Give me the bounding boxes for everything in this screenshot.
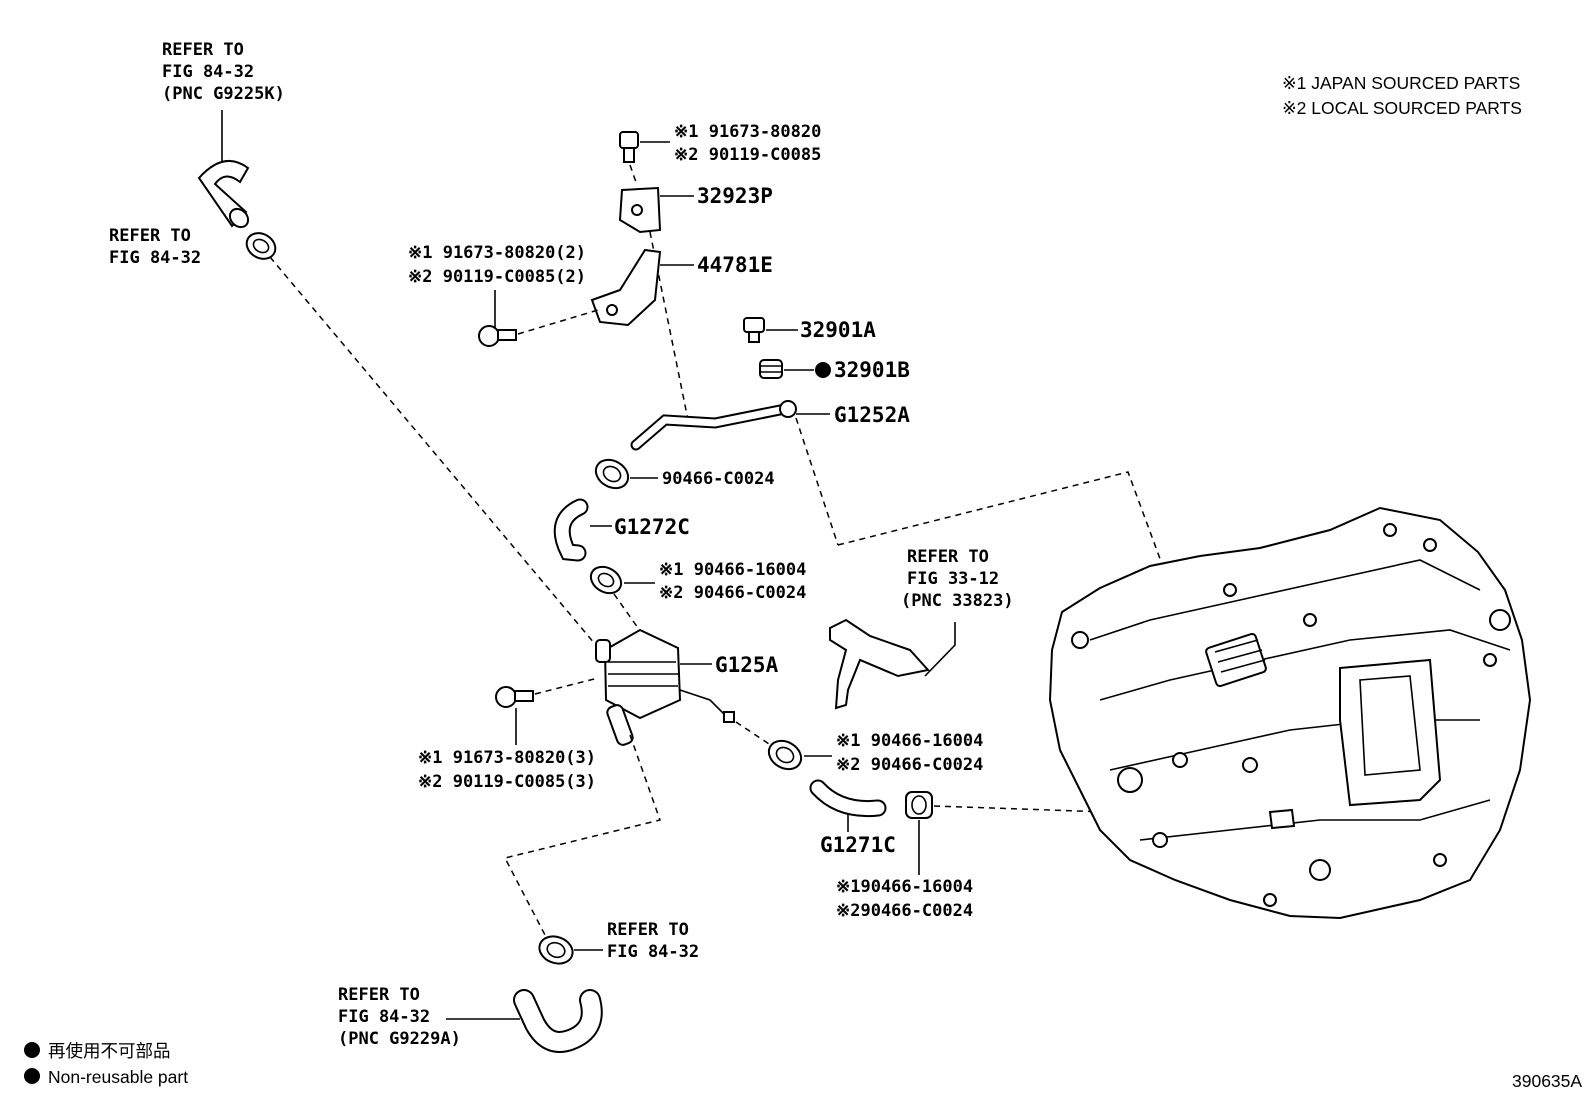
clamp-b-local: ※2 90466-C0024	[836, 755, 983, 775]
clamp-a-local: ※2 90466-C0024	[659, 583, 806, 603]
bolt-bracket-local: ※2 90119-C0085(2)	[408, 267, 586, 287]
svg-text:FIG 84-32: FIG 84-32	[162, 62, 254, 82]
hose-G1271C	[809, 779, 887, 818]
svg-text:FIG 84-32: FIG 84-32	[109, 248, 201, 268]
bracket-32923P	[618, 186, 662, 234]
refer-mid-label: REFER TO FIG 33-12 (PNC 33823)	[901, 547, 1014, 611]
svg-text:FIG 84-32: FIG 84-32	[607, 942, 699, 962]
label-32901B: 32901B	[834, 358, 910, 382]
label-44781E: 44781E	[697, 253, 773, 277]
legend-local-sourced: ※2 LOCAL SOURCED PARTS	[1282, 98, 1522, 118]
label-32923P: 32923P	[697, 184, 773, 208]
svg-text:REFER TO: REFER TO	[109, 226, 191, 246]
svg-text:(PNC G9225K): (PNC G9225K)	[162, 84, 285, 104]
bolt-top-japan: ※1 91673-80820	[674, 122, 821, 142]
label-G125A: G125A	[715, 653, 779, 677]
label-G1252A: G1252A	[834, 403, 910, 427]
clamp-bottom	[538, 935, 574, 965]
label-32901A: 32901A	[800, 318, 876, 342]
bolt-cooler-japan: ※1 91673-80820(3)	[418, 748, 596, 768]
refer-bottom-clamp-label: REFER TO FIG 84-32	[607, 920, 699, 962]
clamp-a-japan: ※1 90466-16004	[659, 560, 806, 580]
svg-text:(PNC 33823): (PNC 33823)	[901, 591, 1014, 611]
refer-hose-top-label: REFER TO FIG 84-32 (PNC G9225K)	[162, 40, 285, 104]
hose-bottom-u	[513, 989, 603, 1053]
label-G1271C: G1271C	[820, 833, 896, 857]
clamp-c-local: ※290466-C0024	[836, 901, 973, 921]
transaxle-assembly	[1048, 506, 1532, 920]
clamp-c-japan: ※190466-16004	[836, 877, 973, 897]
nonreusable-legend-dot-en	[24, 1068, 40, 1084]
clamp-b-japan: ※1 90466-16004	[836, 731, 983, 751]
bracket-44781E	[590, 248, 662, 327]
hose-G1272C	[553, 498, 589, 562]
svg-text:(PNC G9229A): (PNC G9229A)	[338, 1029, 461, 1049]
bolt-cooler	[495, 686, 534, 708]
clamp-transaxle	[905, 791, 933, 819]
bracket-fig33	[829, 618, 930, 710]
clamp-90466-C0024	[594, 458, 630, 490]
bolt-bracket-japan: ※1 91673-80820(2)	[408, 243, 586, 263]
svg-text:FIG 84-32: FIG 84-32	[338, 1007, 430, 1027]
svg-text:REFER TO: REFER TO	[907, 547, 989, 567]
legend-japan-sourced: ※1 JAPAN SOURCED PARTS	[1282, 73, 1520, 93]
hose-top-left	[197, 159, 250, 229]
clamp-top-left	[245, 232, 277, 260]
refer-left-label: REFER TO FIG 84-32	[109, 226, 201, 268]
bolt-top-local: ※2 90119-C0085	[674, 145, 821, 165]
bolt-bracket	[478, 325, 517, 347]
label-clamp-c0024: 90466-C0024	[662, 469, 775, 489]
svg-text:FIG 33-12: FIG 33-12	[907, 569, 999, 589]
clamp-upper-cooler	[589, 565, 623, 595]
svg-text:REFER TO: REFER TO	[162, 40, 244, 60]
figure-code: 390635A	[1512, 1071, 1582, 1091]
clamp-lower-cooler	[767, 739, 803, 771]
svg-text:REFER TO: REFER TO	[607, 920, 689, 940]
bolt-cooler-local: ※2 90119-C0085(3)	[418, 772, 596, 792]
pipe-G1252A	[630, 400, 797, 451]
nonreusable-dot-32901B	[815, 362, 831, 378]
bolt-top	[619, 131, 639, 163]
oil-cooler-G125A	[595, 628, 735, 746]
label-G1272C: G1272C	[614, 515, 690, 539]
nonreusable-jp: 再使用不可部品	[48, 1041, 171, 1061]
plug-32901A	[743, 317, 765, 343]
nonreusable-legend-dot-jp	[24, 1042, 40, 1058]
svg-text:REFER TO: REFER TO	[338, 985, 420, 1005]
gasket-32901B	[759, 359, 783, 379]
refer-bottom-hose-label: REFER TO FIG 84-32 (PNC G9229A)	[338, 985, 461, 1049]
nonreusable-en: Non-reusable part	[48, 1067, 188, 1087]
